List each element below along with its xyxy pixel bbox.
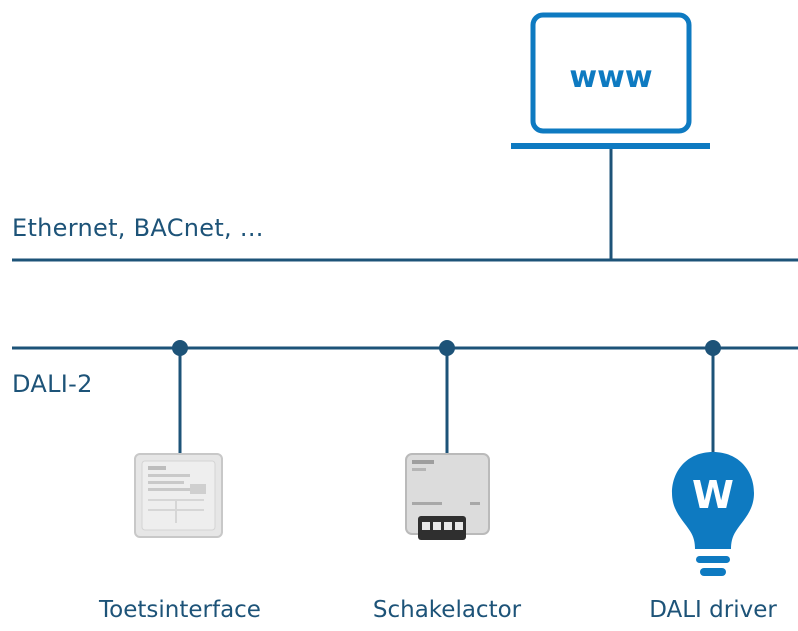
dali-driver-label: DALI driver: [649, 597, 777, 623]
laptop-screen-text: www: [569, 60, 652, 95]
dali-bus-label: DALI-2: [12, 370, 93, 398]
laptop-icon: www: [511, 12, 710, 149]
schakelactor-device-image: [405, 453, 490, 540]
schakelactor-connector: [439, 340, 455, 454]
toetsinterface-label: Toetsinterface: [99, 597, 261, 623]
ethernet-bus-label: Ethernet, BACnet, ...: [12, 214, 264, 242]
dali-driver-connector: [705, 340, 721, 454]
schakelactor-label: Schakelactor: [372, 597, 522, 623]
bulb-letter: W: [692, 473, 734, 517]
light-bulb-icon: W: [672, 452, 754, 576]
toetsinterface-connector: [172, 340, 188, 454]
toetsinterface-device-image: [134, 453, 223, 538]
